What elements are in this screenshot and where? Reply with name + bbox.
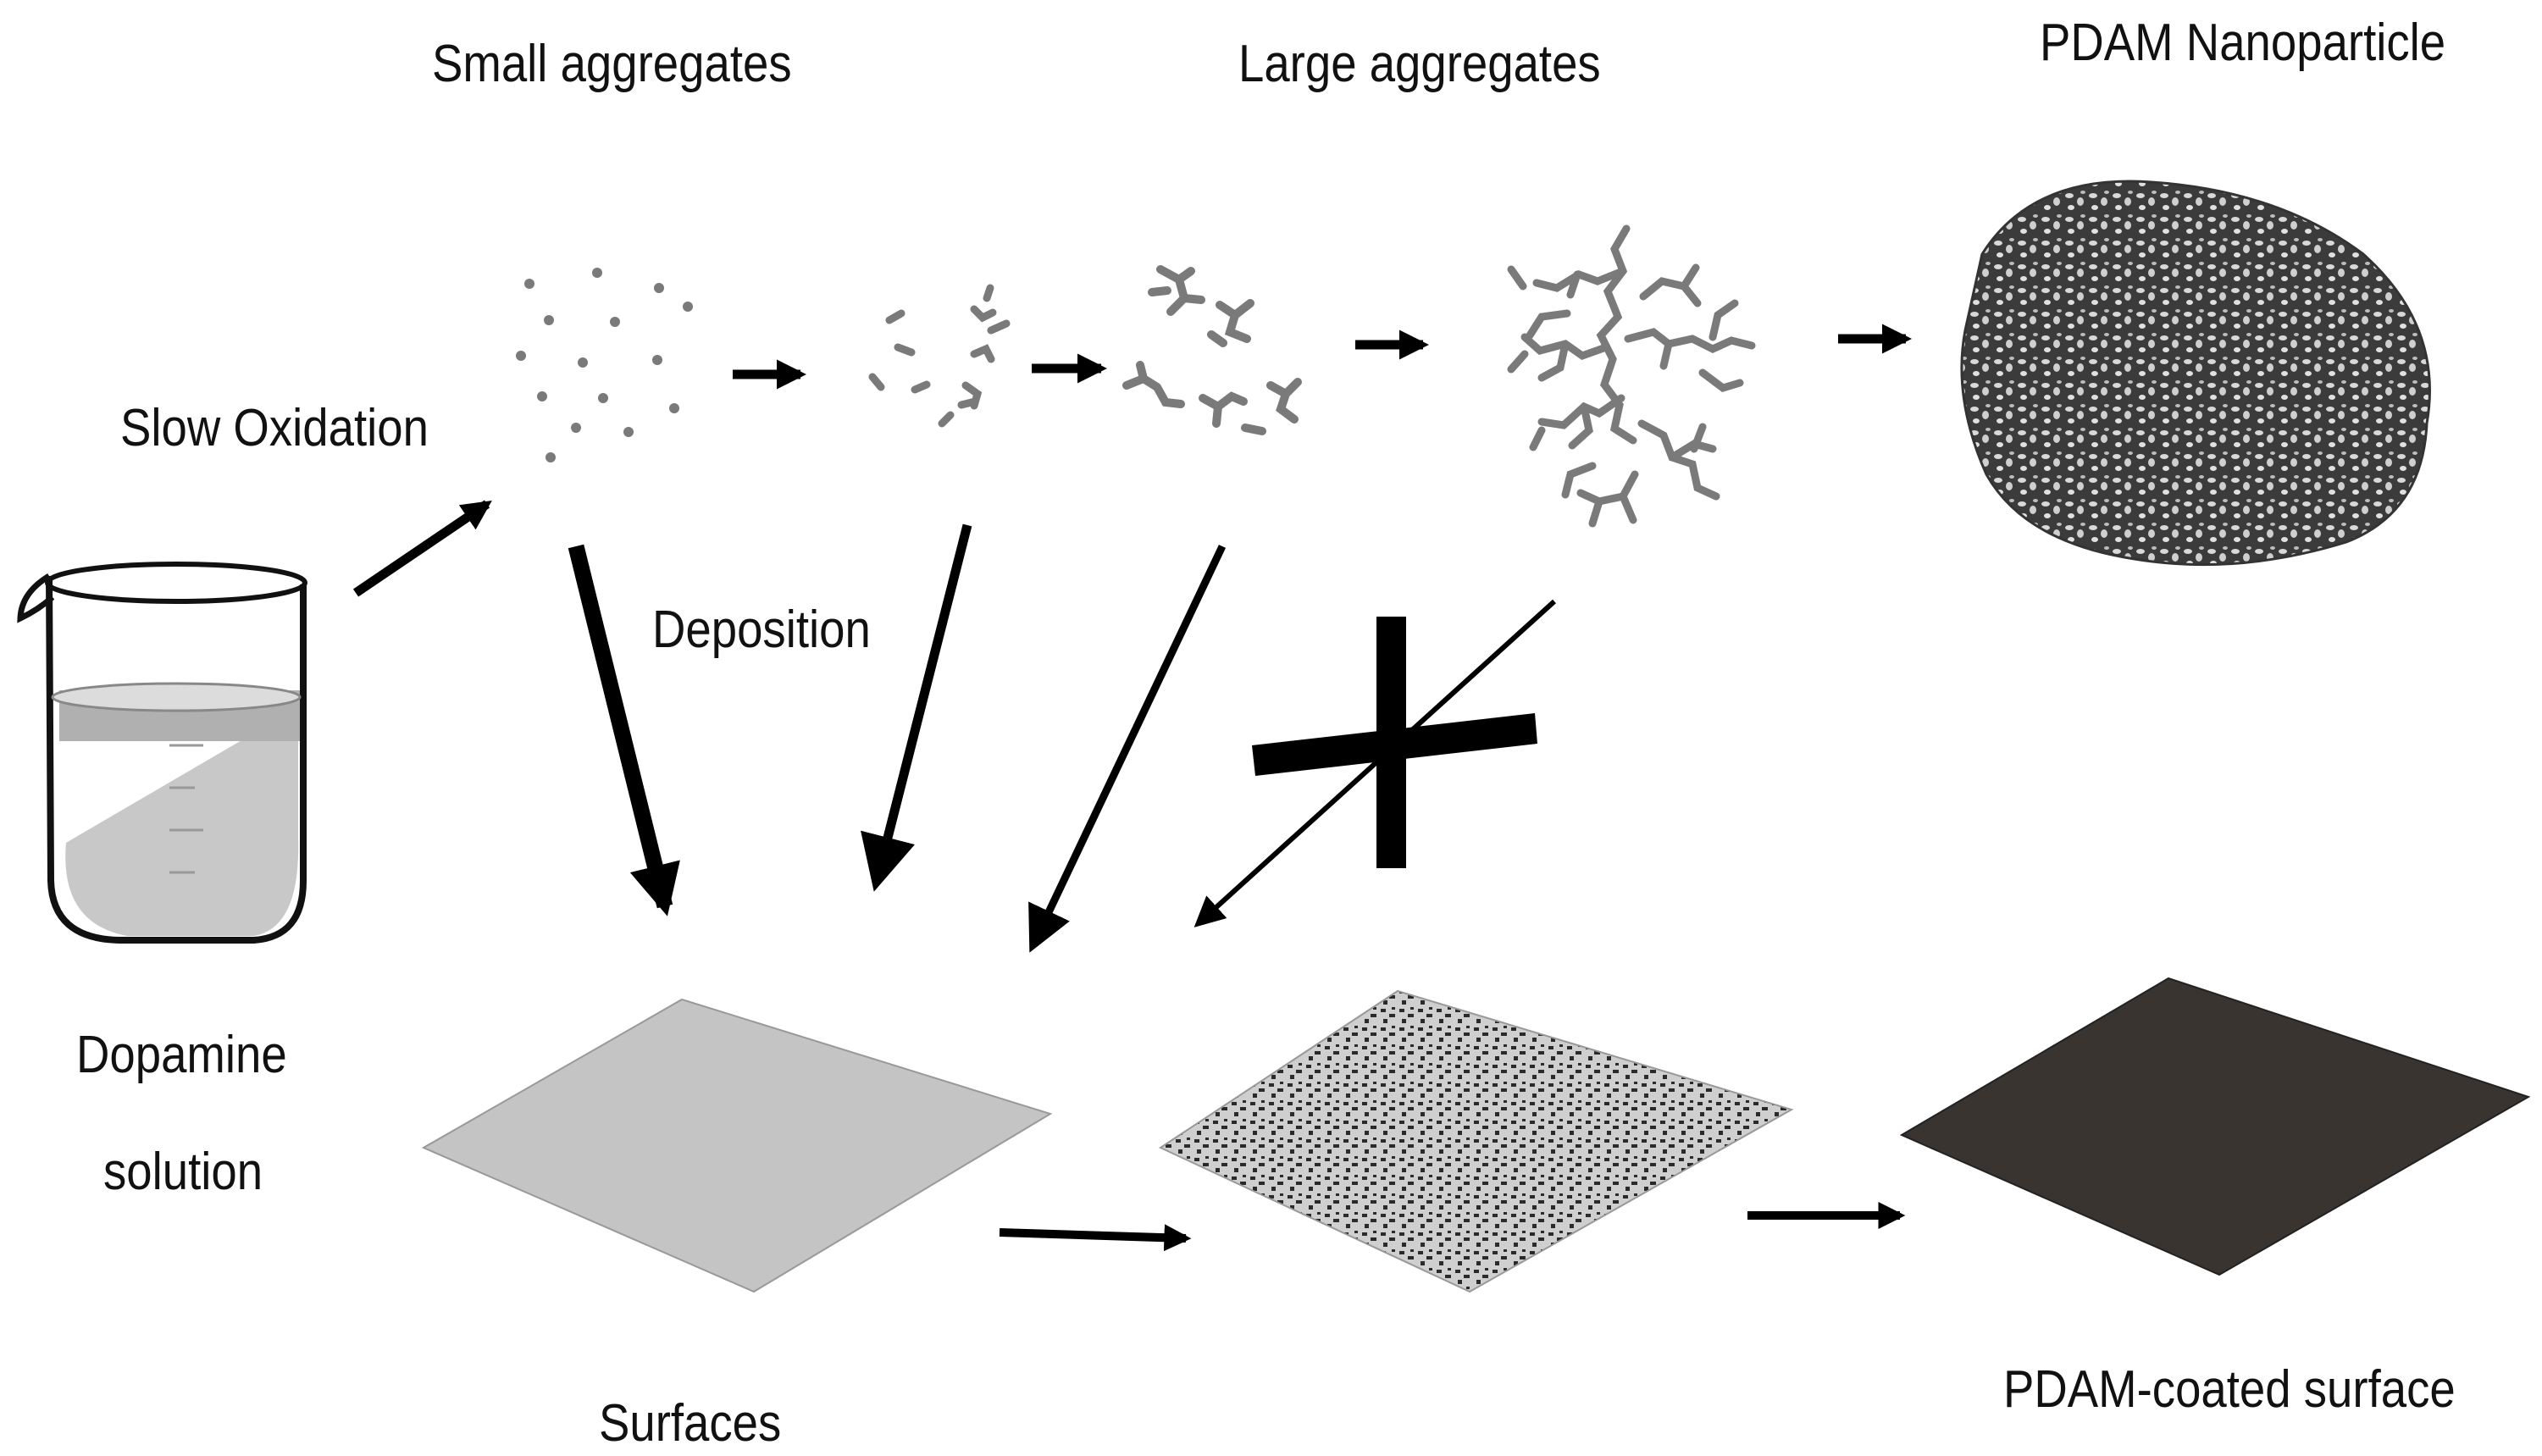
bare-surface (421, 998, 1053, 1293)
small-aggregates-label: Small aggregates (432, 35, 792, 93)
monomer-dots-icon (516, 268, 693, 462)
large-aggregate-icon (1507, 224, 1756, 528)
branched-aggregates-icon (1122, 265, 1302, 435)
beaker-icon (17, 562, 307, 944)
pdam-coated-surface (1899, 977, 2531, 1276)
large-aggregates-label: Large aggregates (1238, 35, 1601, 93)
pdam-coated-surface-label: PDAM-coated surface (2003, 1360, 2456, 1419)
pdam-nanoparticle-label: PDAM Nanoparticle (2040, 14, 2446, 72)
surfaces-label: Surfaces (599, 1394, 782, 1453)
deposition-arrows (568, 523, 1557, 953)
flow-arrows (352, 324, 1913, 597)
solution-label: solution (103, 1143, 263, 1201)
nanoparticle-icon (1960, 180, 2431, 567)
slow-oxidation-label: Slow Oxidation (120, 399, 429, 457)
deposition-label: Deposition (652, 601, 871, 659)
surface-arrows (999, 1201, 1906, 1252)
blocked-cross-icon (1252, 617, 1537, 868)
partial-coated-surface (1158, 989, 1794, 1293)
dopamine-label: Dopamine (76, 1026, 287, 1084)
small-aggregates-icon (868, 284, 1011, 428)
